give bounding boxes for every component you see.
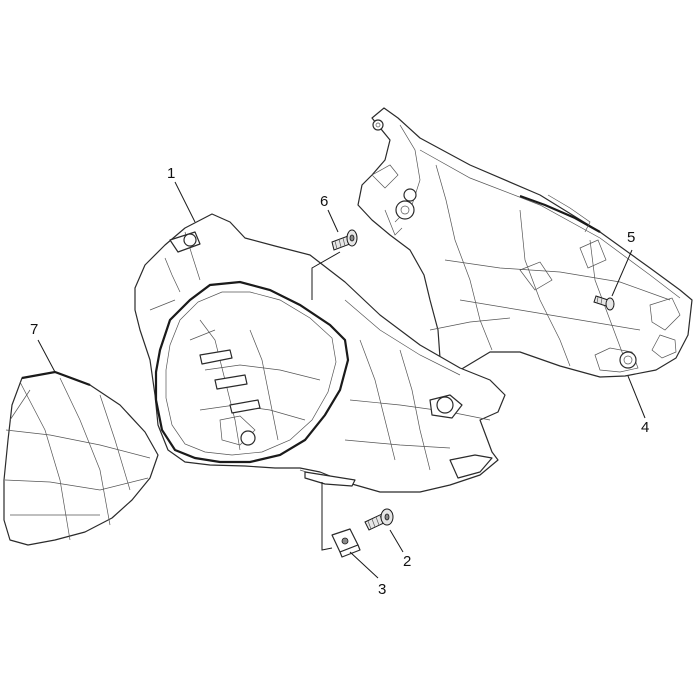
callout-2: 2 — [403, 553, 411, 570]
leader-3 — [349, 551, 379, 579]
callout-4: 4 — [641, 419, 649, 436]
callout-1: 1 — [167, 165, 175, 182]
part-3-clip-nut[interactable] — [331, 528, 361, 558]
leader-6-drop — [311, 251, 341, 300]
leader-6 — [327, 209, 339, 233]
leader-5 — [611, 249, 633, 297]
leader-lines — [37, 181, 646, 579]
callout-labels: 1 2 3 4 5 6 7 — [30, 165, 649, 598]
part-1-front-handlebar-cover[interactable] — [134, 213, 506, 493]
leader-7 — [37, 339, 56, 373]
callout-3: 3 — [378, 581, 386, 598]
callout-5: 5 — [627, 229, 635, 246]
leader-2 — [389, 529, 404, 553]
leader-3-bracket — [321, 482, 333, 551]
leader-4 — [627, 375, 646, 419]
part-7-cover-panel[interactable] — [3, 370, 159, 546]
part-5-screw[interactable] — [593, 295, 615, 311]
part-6-screw[interactable] — [331, 229, 358, 251]
callout-6: 6 — [320, 193, 328, 210]
part-2-screw[interactable] — [364, 508, 394, 531]
leader-1 — [174, 181, 196, 223]
callout-7: 7 — [30, 321, 38, 338]
